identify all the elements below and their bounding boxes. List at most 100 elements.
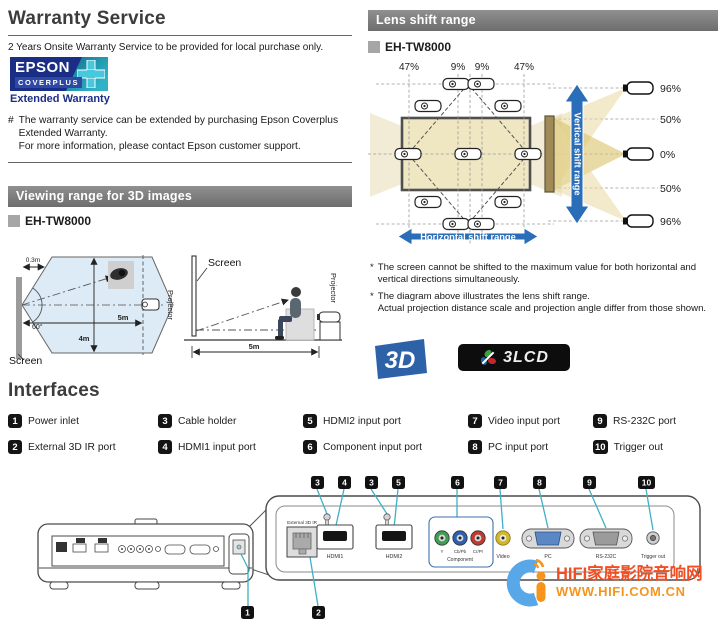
v-label-0: 96% bbox=[660, 83, 681, 95]
lens-shift-header: Lens shift range bbox=[368, 10, 718, 31]
note-marker: # bbox=[8, 115, 14, 126]
legend-label-3: Cable holder bbox=[178, 415, 237, 427]
lens-note-2b: Actual projection distance scale and pro… bbox=[377, 303, 707, 315]
lens-shift-diagram: 47% 9% 9% 47% Horizontal shift range Ver… bbox=[368, 62, 681, 246]
model-bullet bbox=[8, 215, 20, 227]
legend-num-2: 2 bbox=[8, 440, 22, 454]
rs232c-label: RS-232C bbox=[596, 554, 617, 560]
legend-num-6: 6 bbox=[303, 440, 317, 454]
warranty-title: Warranty Service bbox=[8, 8, 166, 29]
v-label-3: 50% bbox=[660, 183, 681, 195]
callout-7-num: 7 bbox=[498, 478, 503, 488]
viewing-top-view-diagram: 60° 0.3m 5m 4m Projector Screen bbox=[9, 255, 175, 365]
callout-6-num: 6 bbox=[455, 478, 460, 488]
screen-bar-top-view bbox=[16, 277, 22, 359]
screen-side-bar bbox=[544, 115, 555, 193]
vertical-shift-arrow bbox=[564, 83, 590, 225]
threelcd-logo-text: 3LCD bbox=[503, 348, 549, 366]
rear-panel-diagram: 1 3 4 3 5 6 bbox=[37, 476, 701, 619]
callout-1-num: 1 bbox=[245, 608, 250, 618]
coverplus-wordmark: COVERPLUS bbox=[15, 77, 83, 88]
panel-recess bbox=[275, 505, 675, 573]
threed-logo: 3D bbox=[375, 339, 427, 379]
component-cr-label: Cr/Pr bbox=[473, 549, 484, 554]
warranty-note-line1: The warranty service can be extended by … bbox=[18, 115, 339, 140]
legend-label-5: HDMI2 input port bbox=[323, 415, 401, 427]
warranty-title-rule bbox=[8, 35, 352, 36]
watermark: HIFI家庭影院音响网 WWW.HIFI.COM.CN bbox=[498, 554, 703, 610]
distance-label-side: 5m bbox=[249, 342, 260, 351]
cable-holder-1 bbox=[323, 513, 331, 521]
lens-model-label: EH-TW8000 bbox=[385, 40, 452, 54]
watermark-url: WWW.HIFI.COM.CN bbox=[556, 583, 686, 599]
callout-4-num: 4 bbox=[342, 478, 347, 488]
video-port: Video bbox=[495, 530, 511, 560]
watermark-logo-icon bbox=[506, 558, 546, 607]
callout-8-num: 8 bbox=[537, 478, 542, 488]
rs232c-port: RS-232C bbox=[579, 528, 633, 560]
ir-port-label: External 3D IR bbox=[287, 520, 318, 525]
pc-label: PC bbox=[544, 554, 551, 560]
callout-3a-num: 3 bbox=[315, 478, 320, 488]
legend-label-8: PC input port bbox=[488, 441, 549, 453]
callout-2-badge bbox=[312, 606, 325, 619]
viewing-model-label: EH-TW8000 bbox=[25, 214, 92, 228]
v-label-4: 96% bbox=[660, 216, 681, 228]
lens-note-1: The screen cannot be shifted to the maxi… bbox=[377, 262, 697, 286]
projector-rear-drawing bbox=[37, 518, 254, 590]
callout-1-badge bbox=[241, 606, 254, 619]
projector-diamond-icons bbox=[394, 77, 542, 231]
threelcd-windmill-icon bbox=[480, 349, 497, 365]
trigger-label: Trigger out bbox=[641, 554, 666, 560]
projector-label-top: Projector bbox=[166, 290, 175, 321]
viewing-side-view-diagram: Screen Projector 5m bbox=[184, 255, 342, 358]
projector-side-view bbox=[317, 311, 341, 341]
legend-num-5: 5 bbox=[303, 414, 317, 428]
component-cb-label: Cb/Pb bbox=[454, 549, 467, 554]
callout-lines bbox=[309, 488, 654, 607]
interfaces-title: Interfaces bbox=[8, 380, 100, 401]
plus-icon bbox=[77, 60, 105, 88]
legend-num-9: 9 bbox=[593, 414, 607, 428]
footnote-marker-2: * bbox=[370, 290, 374, 302]
epson-coverplus-logo: EPSON COVERPLUS Extended Warranty bbox=[10, 57, 110, 105]
screen-label-top: Screen bbox=[9, 355, 42, 365]
h-label-0: 47% bbox=[399, 62, 419, 73]
screen-label-side: Screen bbox=[208, 257, 241, 269]
cable-holder-2 bbox=[383, 513, 391, 521]
legend-label-10: Trigger out bbox=[613, 441, 663, 453]
callout-3b-num: 3 bbox=[369, 478, 374, 488]
component-port-group: Y Cb/Pb Cr/Pr Component bbox=[428, 516, 494, 568]
watermark-site-name: HIFI家庭影院音响网 bbox=[556, 565, 703, 584]
hdmi2-port: HDMI2 bbox=[375, 513, 413, 560]
extended-warranty-caption: Extended Warranty bbox=[10, 93, 110, 105]
model-bullet-2 bbox=[368, 41, 380, 53]
projector-icon-top-view bbox=[141, 298, 160, 311]
trigger-out-port: Trigger out bbox=[641, 531, 666, 560]
viewer-side-view bbox=[275, 287, 315, 341]
callout-10-num: 10 bbox=[642, 478, 652, 488]
angle-label: 60° bbox=[32, 323, 43, 331]
warranty-note-line2: For more information, please contact Eps… bbox=[18, 141, 301, 153]
vertical-shift-label: Vertical shift range bbox=[573, 112, 583, 195]
hdmi1-label: HDMI1 bbox=[327, 554, 344, 560]
viewing-range-header: Viewing range for 3D images bbox=[8, 186, 352, 207]
lens-note-2a: The diagram above illustrates the lens s… bbox=[377, 290, 590, 302]
legend-label-7: Video input port bbox=[488, 415, 560, 427]
legend-num-4: 4 bbox=[158, 440, 172, 454]
h-label-1: 9% bbox=[451, 62, 466, 73]
external-3d-ir-port: External 3D IR bbox=[286, 520, 318, 558]
legend-label-9: RS-232C port bbox=[613, 415, 676, 427]
lens-footnotes: * The screen cannot be shifted to the ma… bbox=[370, 262, 718, 320]
horizontal-shift-label: Horizontal shift range bbox=[420, 232, 516, 242]
threelcd-logo: 3LCD bbox=[458, 344, 570, 371]
callout-2-num: 2 bbox=[316, 608, 321, 618]
lens-model-row: EH-TW8000 bbox=[368, 40, 451, 54]
